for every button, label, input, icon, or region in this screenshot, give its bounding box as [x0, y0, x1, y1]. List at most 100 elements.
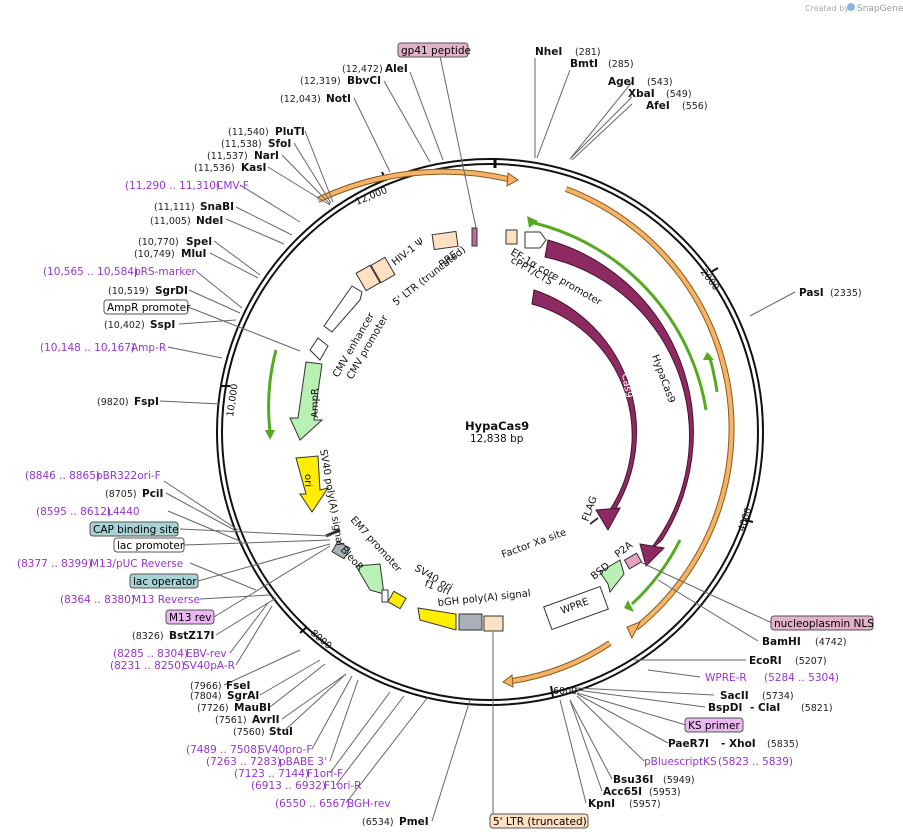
- ltr-box: [355, 264, 381, 292]
- tick-label-6000: 6000: [553, 686, 577, 697]
- feature-name: WPRE-R: [705, 672, 747, 684]
- feature-name: Amp-R: [131, 342, 166, 354]
- ori-arrow: [295, 455, 330, 513]
- site-pos: (11,537): [207, 151, 248, 162]
- site-pos: (543): [647, 77, 673, 88]
- site-name: NheI: [535, 46, 562, 58]
- sv40ori-box: [381, 589, 389, 603]
- site-name: SpeI: [186, 236, 212, 248]
- sv40pa-box: [331, 540, 351, 560]
- m13rev-box: [165, 609, 215, 625]
- right-features: WPRE-R (5284 .. 5304) pBluescriptKS (582…: [644, 672, 839, 768]
- f1-ori-arrow: [417, 607, 457, 631]
- tick-2000: [710, 267, 719, 273]
- site-pos: (11,536): [194, 163, 235, 174]
- feature-range: (8285 .. 8304): [113, 648, 188, 660]
- orange-arrow-bottom: [502, 674, 514, 688]
- site-name: AvrII: [252, 714, 280, 726]
- nls-box: [770, 615, 874, 631]
- feature-name: M13 Reverse: [132, 594, 200, 606]
- feature-range: (7489 .. 7508): [186, 744, 261, 756]
- feature-range: (7263 .. 7283): [206, 756, 281, 768]
- site-pos: (4742): [815, 637, 847, 648]
- site-name: XbaI: [628, 88, 655, 100]
- lac-promoter-box: [113, 537, 185, 553]
- site-name: AgeI: [608, 76, 635, 88]
- site-name-2: - XhoI: [721, 738, 756, 750]
- feature-range: (8364 .. 8380): [60, 594, 135, 606]
- f1-ori-small: [387, 590, 407, 610]
- ltr-box-2: [370, 256, 396, 284]
- site-pos: (10,402): [104, 320, 145, 331]
- site-name: KasI: [241, 162, 266, 174]
- site-pos: (5734): [762, 691, 794, 702]
- backbone-inner: [221, 163, 759, 701]
- site-pos: (5953): [649, 787, 681, 798]
- site-pos: (549): [666, 89, 692, 100]
- ef1a-promoter-arrow: [524, 231, 547, 249]
- lac-promoter-label: lac promoter: [117, 540, 185, 552]
- site-name: FspI: [134, 396, 159, 408]
- site-pos: (11,540): [228, 127, 269, 138]
- site-name: PluTI: [275, 126, 305, 138]
- cas9-arc: [531, 289, 638, 519]
- site-name: BmtI: [570, 58, 598, 70]
- feature-name: F1ori-F: [307, 768, 343, 780]
- ltr5-label: 5' LTR (truncated): [493, 816, 587, 828]
- label-hypacas9: HypaCas9: [649, 353, 677, 404]
- site-pos: (8326): [132, 631, 164, 642]
- site-pos: (11,005): [150, 216, 191, 227]
- feature-name: pBR322ori-F: [96, 470, 161, 482]
- label-ori: ori: [302, 474, 313, 487]
- feature-name: SV40pro-F: [258, 744, 312, 756]
- site-name: SgrAI: [227, 690, 259, 702]
- site-name: EcoRI: [749, 655, 782, 667]
- site-pos: (6534): [362, 817, 394, 828]
- lac-operator-label: lac operator: [133, 576, 197, 588]
- site-name: MauBI: [234, 702, 271, 714]
- site-pos: (11,538): [221, 139, 262, 150]
- green-arrowhead-ef1a: [527, 216, 538, 228]
- site-name: StuI: [269, 726, 293, 738]
- site-name: NdeI: [196, 215, 223, 227]
- site-pos: (10,770): [138, 237, 179, 248]
- brand-created-by: Created by: [805, 4, 849, 13]
- cmv-enhancer-arrow: [323, 285, 363, 333]
- site-pos: (7561): [215, 715, 247, 726]
- feature-range: (10,565 .. 10,584): [43, 266, 138, 278]
- site-pos: (5207): [795, 656, 827, 667]
- hypacas9-arrowhead: [639, 543, 666, 567]
- orange-bands: [316, 168, 735, 688]
- site-name: SgrDI: [155, 285, 188, 297]
- site-name: AleI: [385, 63, 408, 75]
- hiv-psi-box: [471, 227, 478, 247]
- feature-range: (11,290 .. 11,310): [125, 180, 220, 192]
- green-arc-bsd: [630, 539, 682, 606]
- right-bottom-sites: BamHI (4742) EcoRI (5207) SacII (5734) B…: [588, 636, 847, 810]
- label-hiv-psi: HIV-1 Ψ: [390, 236, 427, 268]
- feature-range: (8231 .. 8250): [110, 660, 185, 672]
- left-features: (11,290 .. 11,310) CMV-F (10,565 .. 10,5…: [17, 180, 391, 810]
- left-sites: (12,472) AleI (12,319) BbvCI (12,043) No…: [97, 63, 429, 828]
- site-name-2: - ClaI: [750, 702, 780, 714]
- site-name: NarI: [254, 150, 279, 162]
- ampr-promoter-label: AmpR promoter: [107, 302, 191, 314]
- tick-4000: [744, 519, 754, 523]
- top-right-sites: NheI (281) BmtI (285) AgeI (543) XbaI (5…: [535, 46, 862, 299]
- site-name: SacII: [720, 690, 749, 702]
- feature-range: (10,148 .. 10,167): [40, 342, 135, 354]
- em7-mark: [325, 528, 341, 538]
- cmv-promoter-arrow: [309, 337, 329, 361]
- feature-name: F1ori-R: [324, 780, 361, 792]
- feature-name: BGH-rev: [347, 798, 391, 810]
- site-name: MluI: [181, 248, 206, 260]
- nls-label: nucleoplasmin NLS: [774, 618, 874, 630]
- site-pos: (7966): [190, 681, 222, 692]
- feature-name: pBABE 3': [279, 756, 327, 768]
- site-name: NotI: [326, 93, 351, 105]
- site-name: BamHI: [762, 636, 801, 648]
- feature-range: (6550 .. 6567): [275, 798, 350, 810]
- site-name: PciI: [142, 488, 163, 500]
- green-arc-small: [707, 354, 719, 393]
